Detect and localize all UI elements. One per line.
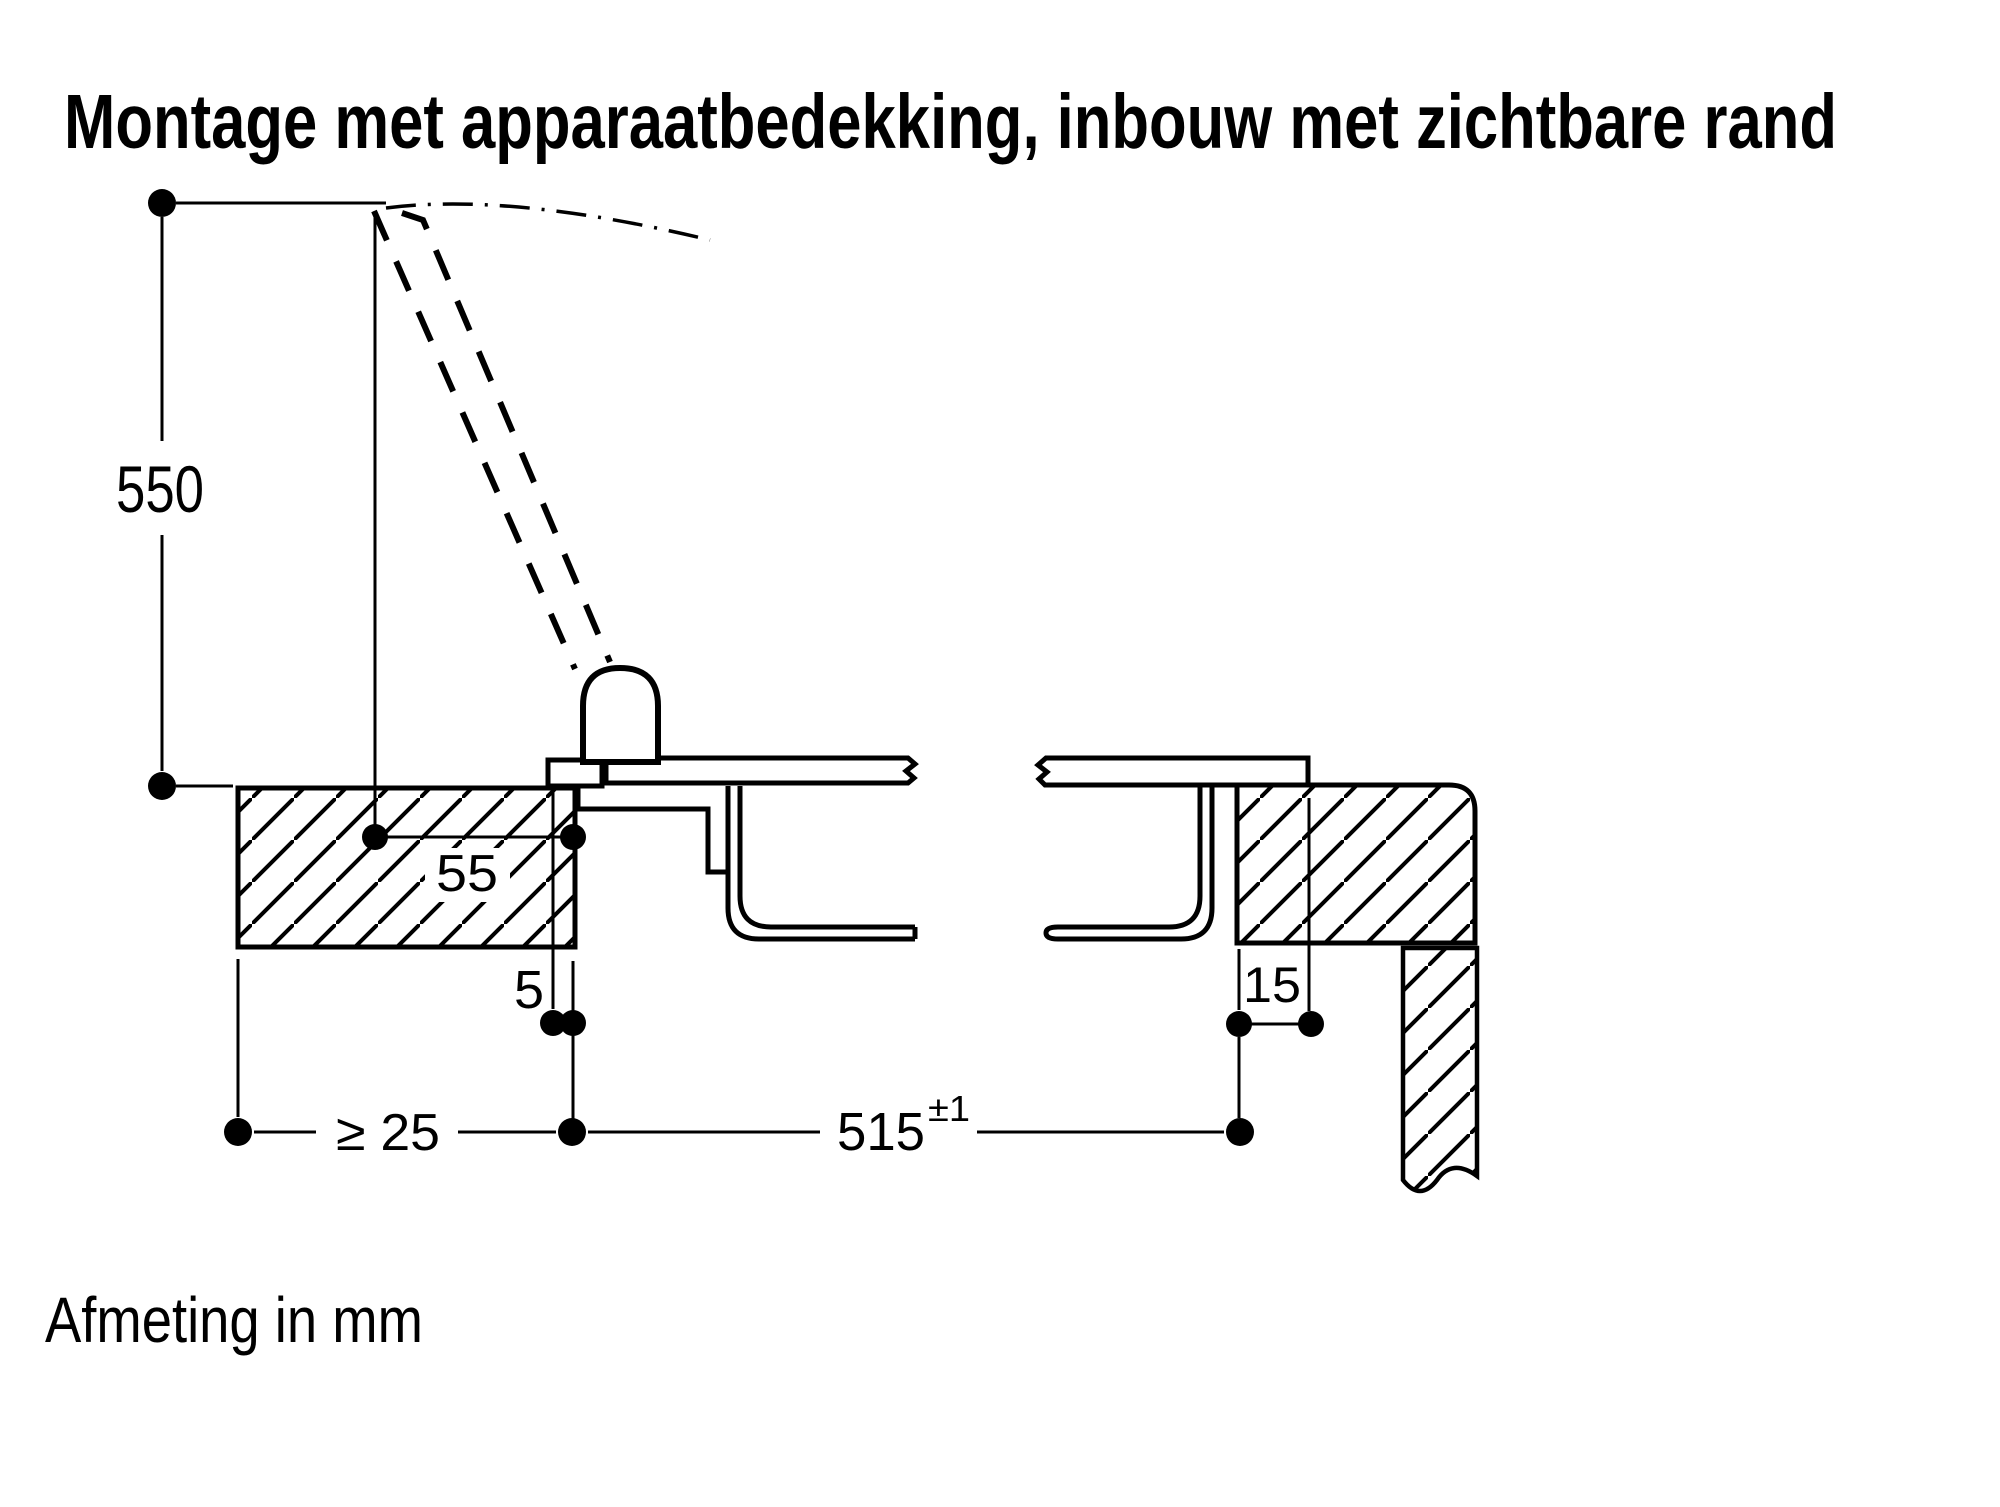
dot-550-top xyxy=(148,189,176,217)
dim-label-515-tolerance: ±1 xyxy=(928,1088,970,1129)
cover-open-edge-right xyxy=(401,210,613,664)
dim-label-min-25: ≥ 25 xyxy=(336,1104,440,1162)
label-55-backdrop xyxy=(425,848,510,902)
worktop-left-section xyxy=(235,785,578,950)
dim-label-5: 5 xyxy=(514,960,544,1020)
dim-label-55: 55 xyxy=(436,845,498,903)
dot-550-bottom xyxy=(148,772,176,800)
dim-label-550: 550 xyxy=(116,452,204,526)
dot-5-right xyxy=(560,1010,586,1036)
appliance-top-plate-right xyxy=(1034,755,1311,788)
units-note: Afmeting in mm xyxy=(45,1284,423,1356)
dimension-lines xyxy=(160,201,1311,1134)
dot-55-right xyxy=(560,824,586,850)
page-title: Montage met apparaatbedekking, inbouw me… xyxy=(64,79,1838,165)
dot-15-right xyxy=(1298,1011,1324,1037)
dot-55-left xyxy=(362,824,388,850)
dot-bottom-right xyxy=(1226,1118,1254,1146)
appliance-mounting-bracket xyxy=(575,786,729,875)
dot-5-left xyxy=(540,1010,566,1036)
cabinet-side-panel xyxy=(1400,945,1480,1194)
dot-15-left xyxy=(1226,1011,1252,1037)
dim-label-15: 15 xyxy=(1243,957,1301,1013)
cover-open-edge-left xyxy=(371,209,578,671)
appliance-body-right-outer xyxy=(1058,786,1215,942)
appliance-body-right-inner xyxy=(1043,786,1203,942)
cover-swing-arc xyxy=(385,202,711,242)
dot-bottom-middle xyxy=(558,1118,586,1146)
appliance-body-left-outer xyxy=(725,786,915,942)
dim-label-515: 515 xyxy=(837,1102,925,1162)
dimension-dots xyxy=(148,189,1324,1146)
dot-bottom-left xyxy=(224,1118,252,1146)
appliance-body-left-inner xyxy=(737,786,918,939)
cover-rest-knob xyxy=(580,664,661,765)
appliance-top-plate-left xyxy=(603,755,919,786)
worktop-right-section xyxy=(1234,782,1478,946)
